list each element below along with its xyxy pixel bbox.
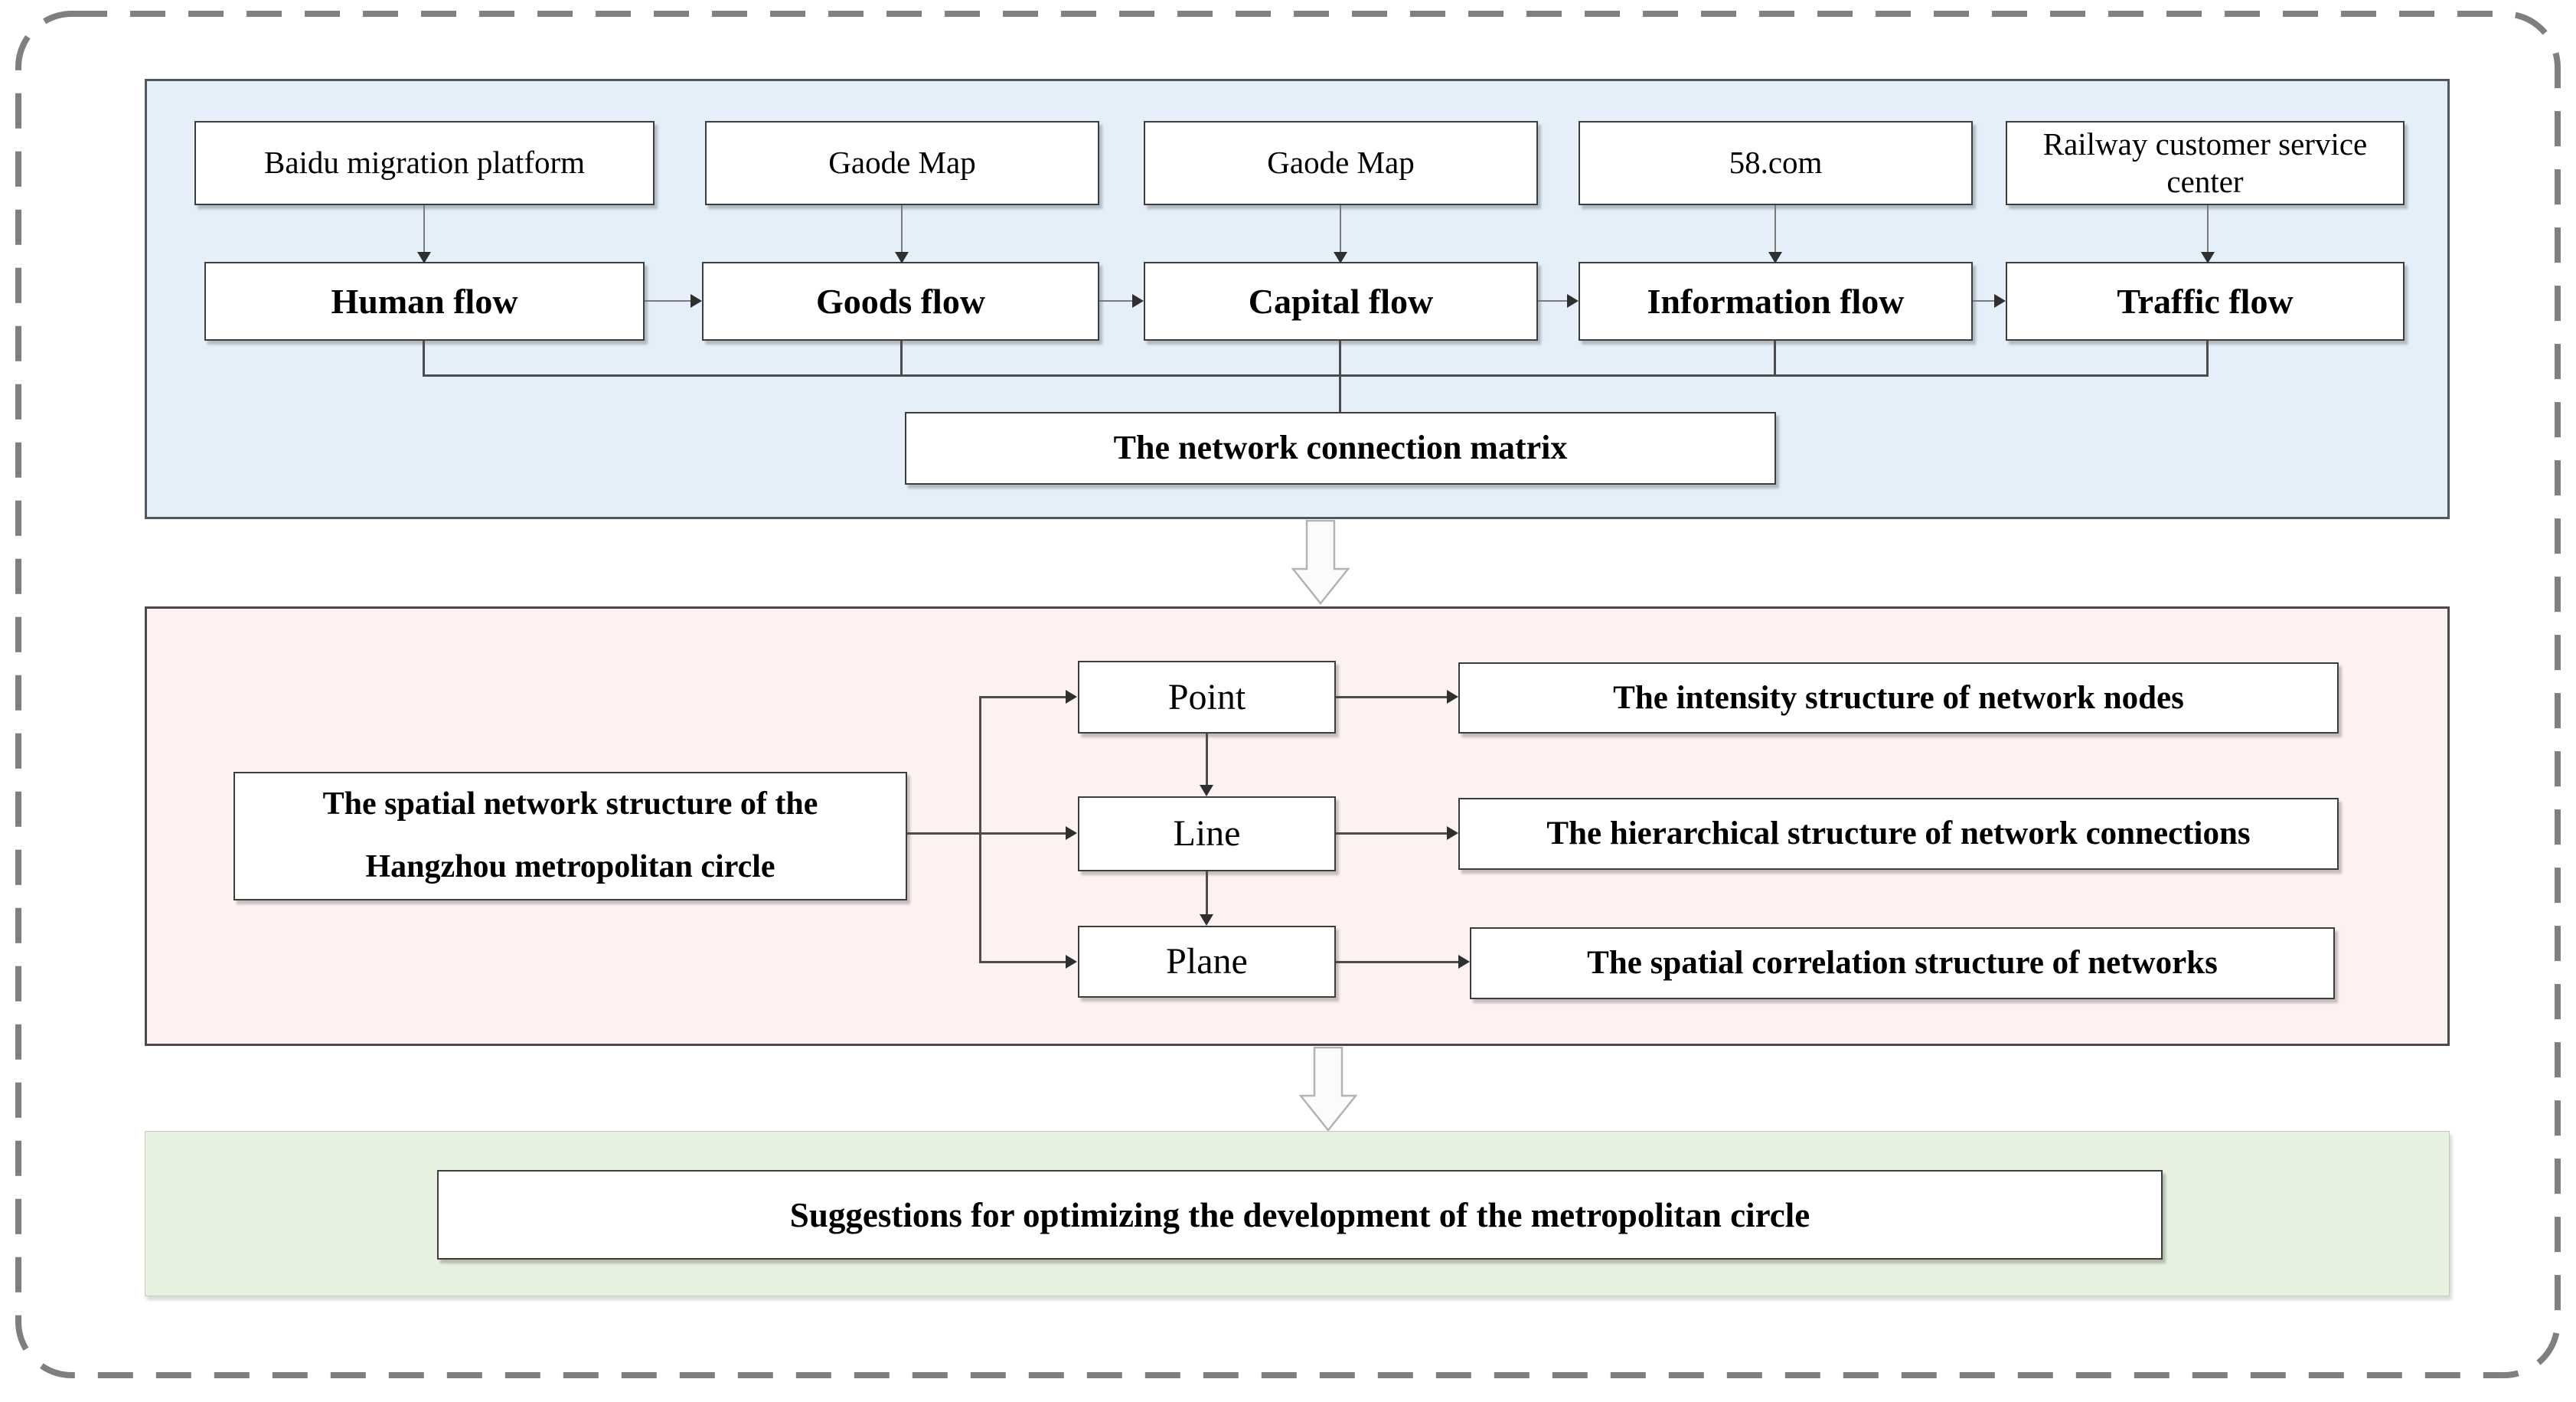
connector-line (1336, 832, 1448, 835)
outcome-label: The spatial correlation structure of net… (1587, 945, 2218, 982)
subject-line2: Hangzhou metropolitan circle (365, 849, 775, 884)
connector-line (1774, 205, 1776, 253)
level-box-line: Line (1078, 796, 1336, 871)
flow-box-goods: Goods flow (702, 262, 1099, 341)
arrowhead-down-icon (1334, 252, 1347, 263)
source-label: Railway customer service center (2042, 126, 2368, 199)
matrix-label: The network connection matrix (1113, 429, 1568, 467)
arrowhead-right-icon (1567, 294, 1579, 308)
section-transition-arrow-icon (1299, 1047, 1357, 1132)
suggestions-label: Suggestions for optimizing the developme… (789, 1195, 1810, 1234)
level-label: Plane (1166, 941, 1248, 982)
connector-line (423, 341, 425, 375)
subject-box: The spatial network structure of the Han… (233, 772, 907, 900)
connector-line (423, 205, 425, 253)
arrowhead-down-icon (895, 252, 909, 263)
source-box-railway: Railway customer service center (2006, 121, 2405, 205)
connector-line (1206, 734, 1208, 786)
arrowhead-right-icon (1994, 294, 2006, 308)
connector-line (900, 341, 903, 375)
arrowhead-down-icon (1200, 914, 1213, 926)
arrowhead-down-icon (1200, 785, 1213, 796)
arrowhead-down-icon (2201, 252, 2215, 263)
level-box-plane: Plane (1078, 926, 1336, 998)
flow-label: Information flow (1647, 281, 1905, 321)
outcome-label: The hierarchical structure of network co… (1546, 815, 2251, 852)
source-label: Baidu migration platform (263, 145, 586, 181)
connector-line (907, 832, 979, 835)
flow-box-traffic: Traffic flow (2006, 262, 2405, 341)
arrowhead-right-icon (1066, 690, 1077, 704)
flow-label: Traffic flow (2117, 281, 2294, 321)
flow-label: Capital flow (1248, 281, 1434, 321)
arrowhead-right-icon (1447, 690, 1458, 704)
suggestions-box: Suggestions for optimizing the developme… (437, 1170, 2163, 1260)
connector-line (2206, 341, 2209, 375)
arrowhead-right-icon (1066, 826, 1077, 840)
arrowhead-down-icon (417, 252, 431, 263)
arrowhead-right-icon (1066, 955, 1077, 969)
collector-line (423, 374, 2209, 377)
network-connection-matrix-box: The network connection matrix (905, 412, 1776, 485)
connector-line (901, 205, 903, 253)
subject-line1: The spatial network structure of the (322, 786, 818, 822)
outcome-box-spatial-correlation: The spatial correlation structure of net… (1470, 927, 2335, 999)
connector-line (645, 300, 691, 302)
connector-line (1774, 341, 1776, 375)
arrowhead-right-icon (1458, 955, 1470, 969)
connector-line (1339, 341, 1341, 375)
source-label: Gaode Map (1267, 145, 1415, 181)
connector-line (1339, 374, 1341, 412)
flow-label: Human flow (331, 281, 518, 321)
source-label: Gaode Map (828, 145, 976, 181)
connector-line (979, 696, 1066, 698)
connector-line (979, 961, 1066, 963)
level-label: Line (1173, 813, 1241, 855)
source-box-gaode-2: Gaode Map (1144, 121, 1538, 205)
flow-box-capital: Capital flow (1144, 262, 1538, 341)
outcome-label: The intensity structure of network nodes (1613, 679, 2184, 716)
connector-line (1538, 300, 1568, 302)
source-label: 58.com (1729, 145, 1823, 181)
connector-line (2207, 205, 2209, 253)
connector-line (1206, 871, 1208, 915)
arrowhead-down-icon (1768, 252, 1782, 263)
branch-line (979, 696, 981, 963)
arrowhead-right-icon (1132, 294, 1144, 308)
connector-line (1099, 300, 1133, 302)
connector-line (979, 832, 1066, 835)
arrowhead-right-icon (1447, 826, 1458, 840)
outcome-box-hierarchical: The hierarchical structure of network co… (1458, 798, 2339, 870)
level-box-point: Point (1078, 661, 1336, 734)
source-box-baidu: Baidu migration platform (194, 121, 655, 205)
outcome-box-intensity: The intensity structure of network nodes (1458, 662, 2339, 734)
source-box-gaode-1: Gaode Map (705, 121, 1099, 205)
source-box-58com: 58.com (1579, 121, 1973, 205)
connector-line (1340, 205, 1341, 253)
arrowhead-right-icon (691, 294, 702, 308)
section-transition-arrow-icon (1291, 520, 1350, 605)
connector-line (1973, 300, 1995, 302)
flow-label: Goods flow (815, 281, 986, 321)
level-label: Point (1167, 676, 1246, 717)
connector-line (1336, 961, 1459, 963)
flow-box-information: Information flow (1579, 262, 1973, 341)
connector-line (1336, 696, 1448, 698)
flow-box-human: Human flow (204, 262, 645, 341)
